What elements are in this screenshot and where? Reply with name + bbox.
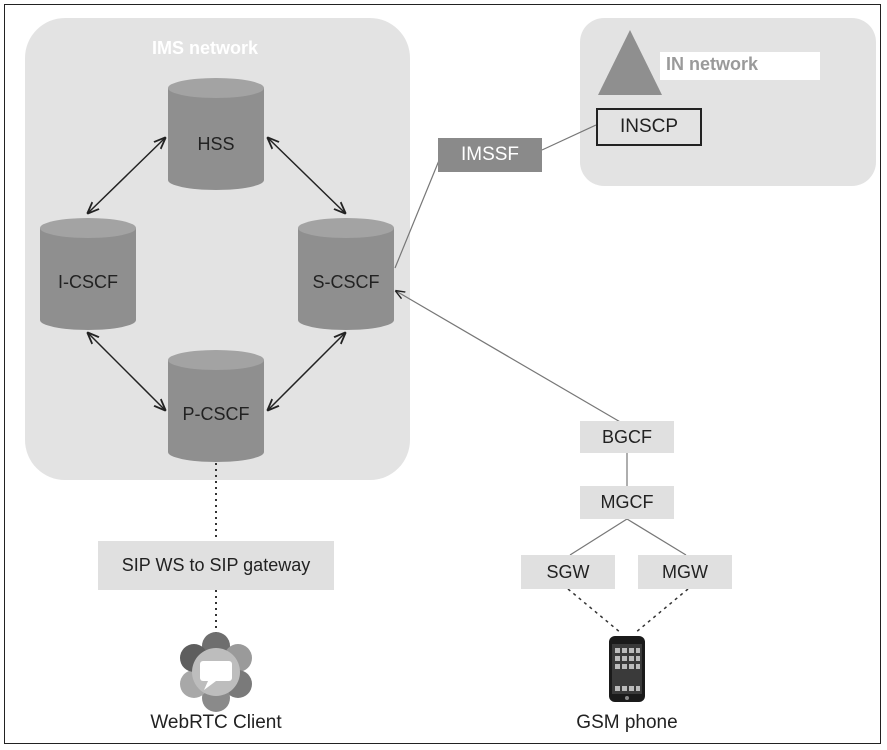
diagram-frame — [4, 4, 881, 744]
imssf-box: IMSSF — [438, 138, 542, 172]
icscf-cylinder: I-CSCF — [40, 218, 136, 330]
hss-cylinder: HSS — [168, 78, 264, 190]
pcscf-cylinder: P-CSCF — [168, 350, 264, 462]
scscf-cylinder: S-CSCF — [298, 218, 394, 330]
webrtc-client-label: WebRTC Client — [150, 712, 282, 733]
webrtc-logo-icon — [180, 632, 252, 712]
arrow-hss-scscf — [268, 138, 345, 213]
dashed-sgw-phone — [567, 588, 622, 634]
mgw-box: MGW — [638, 555, 732, 589]
in-network-triangle — [598, 30, 662, 95]
link-mgcf-sgw — [569, 518, 628, 556]
inscp-box: INSCP — [596, 108, 702, 146]
scscf-label: S-CSCF — [313, 272, 380, 292]
mgcf-box: MGCF — [580, 486, 674, 519]
gsm-phone-label: GSM phone — [576, 712, 678, 733]
in-network-title: IN network — [660, 52, 820, 80]
sip-gateway-box: SIP WS to SIP gateway — [98, 541, 334, 590]
pcscf-label: P-CSCF — [183, 404, 250, 424]
arrow-icscf-pcscf — [88, 333, 165, 410]
icscf-label: I-CSCF — [58, 272, 118, 292]
sgw-box: SGW — [521, 555, 615, 589]
arrow-scscf-pcscf — [268, 333, 345, 410]
hss-label: HSS — [197, 134, 234, 154]
link-bgcf-scscf — [396, 291, 623, 424]
link-scscf-imssf — [394, 157, 441, 269]
dashed-mgw-phone — [634, 588, 689, 634]
link-imssf-inscp — [541, 124, 597, 151]
ims-network-title: IMS network — [146, 36, 265, 61]
gsm-phone-icon — [609, 636, 645, 702]
link-mgcf-mgw — [626, 518, 687, 556]
bgcf-box: BGCF — [580, 421, 674, 453]
arrow-hss-icscf — [88, 138, 165, 213]
